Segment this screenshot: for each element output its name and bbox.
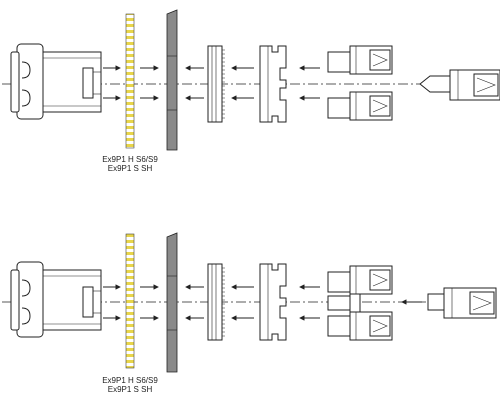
top-mounting-plate — [166, 9, 178, 151]
top-part-label-line1: Ex9P1 H S6/S9 — [102, 155, 158, 164]
top-part-label-line2: Ex9P1 S SH — [107, 164, 153, 173]
bottom-part-label: Ex9P1 H S6/S9 Ex9P1 S SH — [80, 376, 180, 394]
bottom-mounting-plate — [166, 232, 178, 373]
top-gasket — [125, 13, 135, 149]
top-part-label: Ex9P1 H S6/S9 Ex9P1 S SH — [80, 155, 180, 173]
bottom-lock-nut — [207, 263, 225, 341]
bottom-dust-cap — [327, 293, 361, 313]
top-connector-upper — [327, 45, 393, 75]
top-assembly — [2, 9, 500, 151]
bottom-housing — [10, 261, 102, 338]
top-lock-nut — [207, 45, 225, 123]
bottom-adapter-frame — [259, 263, 287, 341]
top-adapter-frame — [259, 45, 287, 123]
top-single-connector — [419, 69, 500, 101]
bottom-single-connector — [427, 287, 497, 319]
bottom-assembly — [2, 232, 497, 373]
bottom-part-label-line2: Ex9P1 S SH — [107, 385, 153, 394]
bottom-gasket — [125, 233, 135, 369]
bottom-connector-lower — [327, 311, 393, 341]
bottom-connector-upper — [327, 265, 393, 295]
top-housing — [10, 43, 102, 120]
bottom-part-label-line1: Ex9P1 H S6/S9 — [102, 376, 158, 385]
top-connector-lower — [327, 91, 393, 121]
